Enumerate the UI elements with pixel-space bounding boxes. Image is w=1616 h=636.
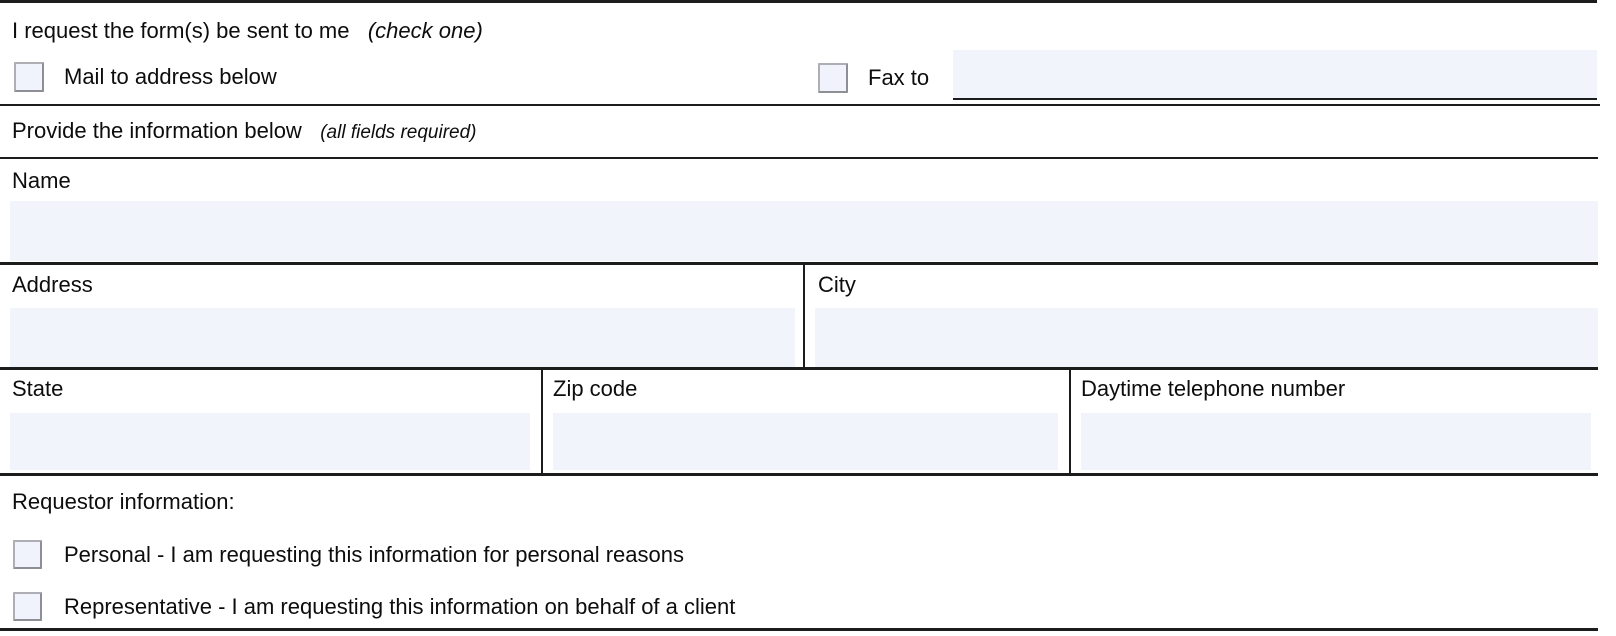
info-heading: Provide the information below (all field… — [12, 116, 477, 148]
requestor-heading: Requestor information: — [12, 489, 235, 514]
state-input[interactable] — [10, 413, 530, 470]
divider-bottom — [0, 628, 1598, 631]
fax-number-input[interactable] — [953, 50, 1597, 100]
zip-label: Zip code — [553, 376, 638, 401]
address-input[interactable] — [10, 308, 795, 367]
name-input[interactable] — [10, 201, 1598, 261]
divider-zip-phone — [1069, 370, 1071, 474]
city-input[interactable] — [815, 308, 1598, 367]
zip-input[interactable] — [553, 413, 1058, 470]
divider-name-row — [0, 262, 1598, 265]
divider-info-heading — [0, 157, 1598, 159]
personal-checkbox[interactable] — [13, 540, 42, 569]
mail-checkbox-label: Mail to address below — [64, 64, 277, 89]
mail-checkbox[interactable] — [14, 62, 44, 92]
personal-checkbox-label: Personal - I am requesting this informat… — [64, 542, 684, 567]
fax-checkbox-label: Fax to — [868, 65, 930, 90]
phone-input[interactable] — [1081, 413, 1591, 470]
fax-checkbox[interactable] — [818, 63, 848, 93]
divider-delivery-bottom — [0, 104, 1600, 106]
divider-address-city — [803, 265, 805, 367]
name-label: Name — [12, 168, 71, 193]
address-label: Address — [12, 272, 93, 297]
state-label: State — [12, 376, 64, 401]
divider-state-row — [0, 473, 1598, 476]
phone-label: Daytime telephone number — [1081, 376, 1346, 401]
info-heading-text: Provide the information below — [12, 118, 302, 143]
info-heading-note: (all fields required) — [320, 122, 477, 143]
delivery-heading-text: I request the form(s) be sent to me — [12, 18, 350, 43]
divider-address-row — [0, 367, 1598, 370]
representative-checkbox[interactable] — [13, 592, 42, 621]
delivery-heading: I request the form(s) be sent to me (che… — [12, 16, 483, 46]
representative-checkbox-label: Representative - I am requesting this in… — [64, 594, 736, 619]
divider-top — [0, 0, 1597, 3]
delivery-heading-note: (check one) — [367, 18, 483, 43]
city-label: City — [818, 272, 856, 297]
divider-state-zip — [541, 370, 543, 474]
